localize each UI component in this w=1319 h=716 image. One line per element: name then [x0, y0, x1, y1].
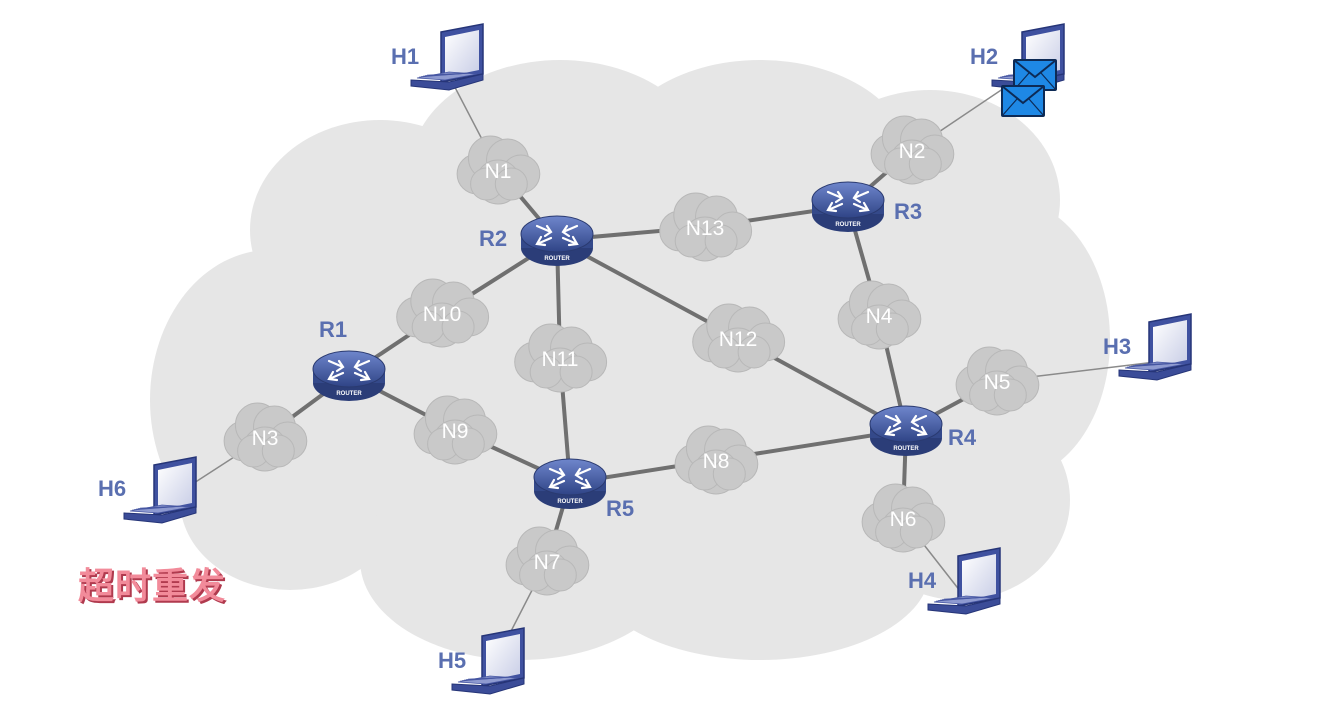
router-tag-text: ROUTER	[557, 499, 583, 505]
network-label-n1: N1	[485, 160, 512, 183]
network-label-n6: N6	[890, 508, 917, 531]
network-label-n3: N3	[252, 427, 279, 450]
router-label-r4: R4	[948, 425, 977, 450]
router-arrows-icon	[327, 359, 371, 382]
host-label-h1: H1	[391, 44, 419, 69]
host-label-h6: H6	[98, 476, 126, 501]
network-label-n11: N11	[542, 348, 579, 371]
router-r4[interactable]: ROUTER R4	[869, 405, 977, 456]
host-h3-laptop-icon[interactable]: H3	[1103, 313, 1192, 381]
host-h1-laptop-icon[interactable]: H1	[391, 23, 484, 91]
router-arrows-icon	[535, 224, 579, 247]
network-label-n2: N2	[899, 140, 926, 163]
network-label-n5: N5	[984, 371, 1011, 394]
network-cloud-n8: N8	[674, 425, 759, 495]
host-label-h5: H5	[438, 648, 466, 673]
network-cloud-n11: N11	[514, 323, 608, 393]
router-label-r3: R3	[894, 199, 922, 224]
network-label-n8: N8	[703, 450, 730, 473]
router-r1[interactable]: ROUTER R1	[312, 317, 386, 401]
network-label-n7: N7	[534, 551, 561, 574]
network-cloud-n3: N3	[223, 402, 308, 472]
host-label-h4: H4	[908, 568, 937, 593]
router-arrows-icon	[884, 414, 928, 437]
network-cloud-n1: N1	[456, 135, 541, 205]
router-tag-text: ROUTER	[336, 391, 362, 397]
network-label-n4: N4	[866, 305, 893, 328]
router-tag-text: ROUTER	[544, 256, 570, 262]
router-r2[interactable]: ROUTER R2	[479, 215, 594, 266]
router-tag-text: ROUTER	[835, 222, 861, 228]
network-cloud-n7: N7	[505, 526, 590, 596]
router-tag-text: ROUTER	[893, 446, 919, 452]
network-cloud-n13: N13	[659, 192, 753, 262]
network-cloud-n2: N2	[870, 115, 955, 185]
network-cloud-n10: N10	[396, 278, 490, 348]
network-cloud-n4: N4	[837, 280, 922, 350]
host-label-h2: H2	[970, 44, 998, 69]
router-label-r2: R2	[479, 226, 507, 251]
network-label-n13: N13	[686, 217, 725, 240]
network-label-n9: N9	[442, 420, 469, 443]
host-h5-laptop-icon[interactable]: H5	[438, 627, 525, 695]
network-label-n12: N12	[719, 328, 758, 351]
host-h4-laptop-icon[interactable]: H4	[908, 547, 1001, 615]
host-h6-laptop-icon[interactable]: H6	[98, 456, 197, 524]
network-cloud-n5: N5	[955, 346, 1040, 416]
network-cloud-n12: N12	[692, 303, 786, 373]
router-label-r1: R1	[319, 317, 347, 342]
envelope-icon-2	[1001, 85, 1045, 117]
router-r3[interactable]: ROUTER R3	[811, 181, 922, 232]
network-cloud-n6: N6	[861, 483, 946, 553]
router-arrows-icon	[826, 190, 870, 213]
host-label-h3: H3	[1103, 334, 1131, 359]
router-label-r5: R5	[606, 496, 634, 521]
router-r5[interactable]: ROUTER R5	[533, 458, 634, 521]
caption-text: 超时重发	[78, 566, 227, 607]
packets-layer	[1001, 59, 1057, 117]
network-cloud-n9: N9	[413, 395, 498, 465]
router-arrows-icon	[548, 467, 592, 490]
network-label-n10: N10	[423, 303, 462, 326]
